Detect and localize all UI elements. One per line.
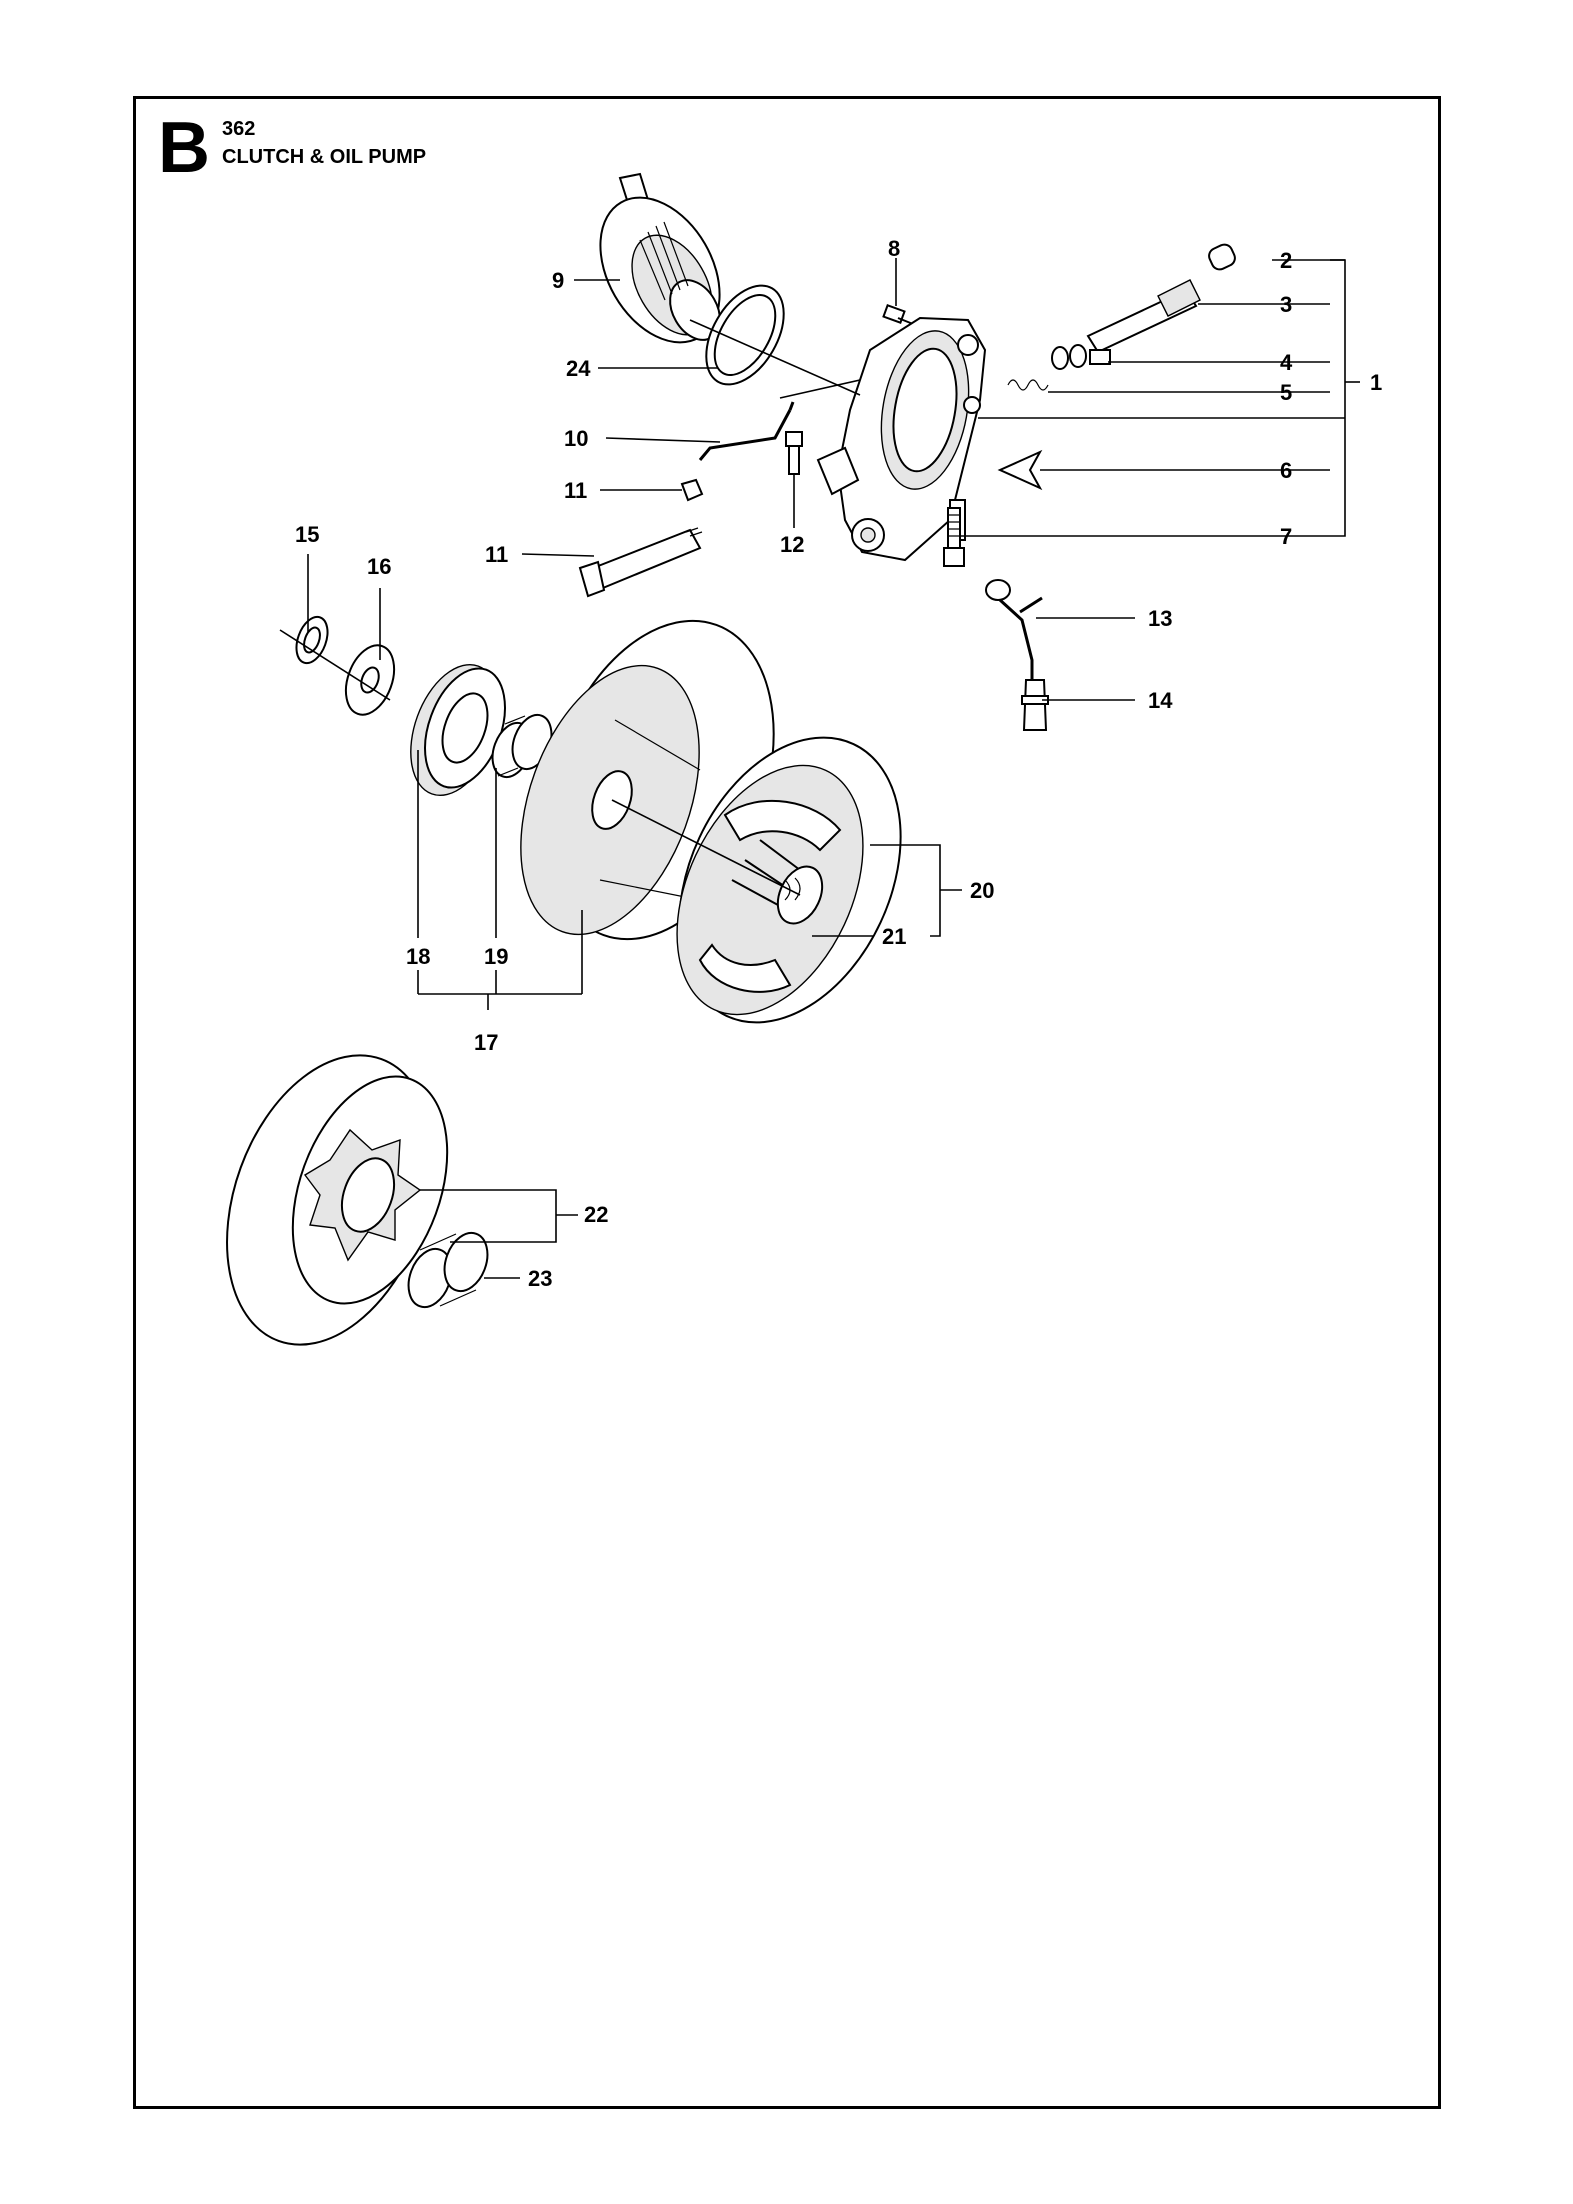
part-24-o-ring	[705, 284, 785, 386]
part-18-rim-sprocket	[410, 663, 506, 797]
callout-11-upper: 11	[564, 478, 587, 503]
callout-11-lower: 11	[485, 542, 508, 567]
part-23-needle-bearing	[407, 1231, 489, 1309]
callout-18: 18	[406, 944, 430, 969]
leader-lines	[279, 258, 1360, 1279]
callout-4: 4	[1280, 350, 1293, 375]
part-1-oil-pump-housing	[816, 316, 987, 562]
part-10-oil-line	[698, 401, 795, 461]
diagram-title: CLUTCH & OIL PUMP	[222, 146, 427, 168]
part-22-spur-sprocket-drum	[226, 1054, 449, 1346]
part-14-oil-filter	[1021, 679, 1049, 731]
part-8-screw	[882, 304, 919, 327]
callout-14: 14	[1148, 688, 1173, 713]
callout-12: 12	[780, 532, 804, 557]
part-15-circlip	[295, 615, 329, 665]
callout-17: 17	[474, 1030, 498, 1055]
callout-23: 23	[528, 1266, 552, 1291]
callout-2: 2	[1280, 248, 1292, 273]
part-11-guide-pin	[578, 527, 703, 598]
part-12-valve	[785, 431, 803, 475]
callout-5: 5	[1280, 380, 1292, 405]
callout-20: 20	[970, 878, 994, 903]
part-11-bushing-small	[680, 478, 704, 502]
callout-15: 15	[295, 522, 319, 547]
callout-16: 16	[367, 554, 391, 579]
page-frame	[133, 96, 1441, 2109]
callout-labels: 1 2 3 4 5 6 7 8 9 10 11 11 12 13 14 15 1…	[295, 236, 1382, 1291]
callout-22: 22	[584, 1202, 608, 1227]
callout-21: 21	[882, 924, 906, 949]
model-number: 362	[222, 118, 256, 140]
callout-13: 13	[1148, 606, 1172, 631]
part-19-needle-bearing	[491, 713, 553, 779]
part-3-pump-plunger	[1086, 279, 1201, 354]
callout-19: 19	[484, 944, 508, 969]
part-6-clip	[997, 449, 1043, 491]
part-16-washer	[344, 644, 396, 716]
part-9-oil-pump-drive	[599, 172, 721, 344]
callout-24: 24	[566, 356, 591, 381]
part-4-washer	[1051, 344, 1111, 370]
section-letter: B	[158, 108, 210, 188]
callout-9: 9	[552, 268, 564, 293]
callout-3: 3	[1280, 292, 1292, 317]
callout-1: 1	[1370, 370, 1382, 395]
callout-10: 10	[564, 426, 588, 451]
part-5-spring	[1007, 379, 1049, 391]
part-2-plug	[1208, 243, 1236, 271]
callout-7: 7	[1280, 524, 1292, 549]
callout-6: 6	[1280, 458, 1292, 483]
callout-8: 8	[888, 236, 900, 261]
part-7-adjuster-screw	[943, 507, 965, 567]
